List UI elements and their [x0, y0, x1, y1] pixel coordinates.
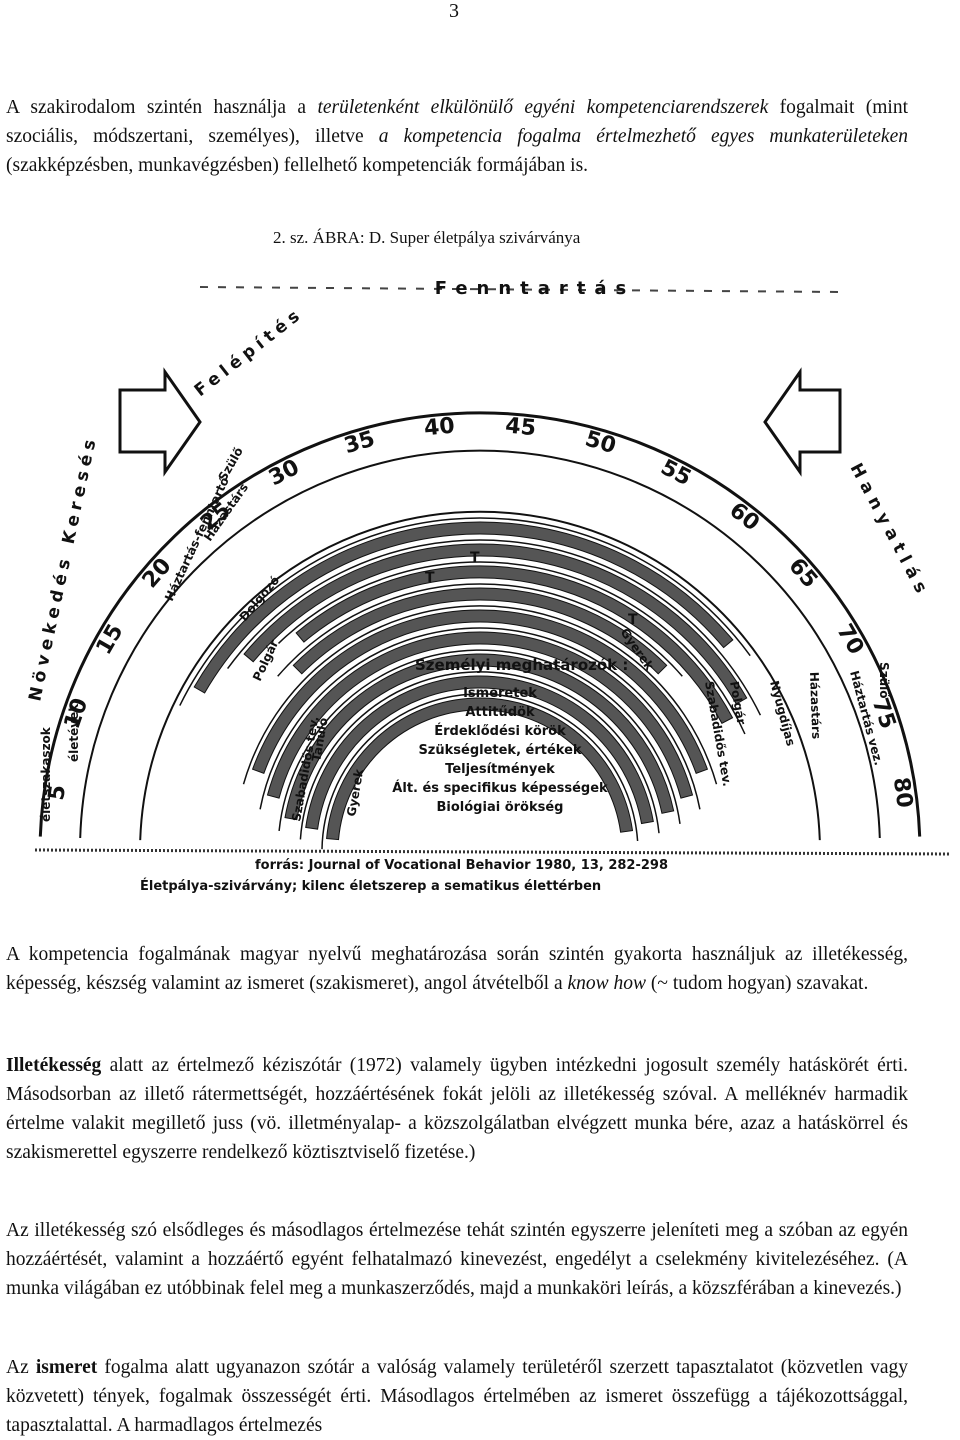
bold-term: Illetékesség [6, 1055, 102, 1076]
age-label: 55 [656, 455, 695, 491]
rainbow-diagram: Fenntartás Felépítés Növekedés Keresés H… [25, 278, 951, 894]
age-label: 80 [888, 776, 917, 810]
role-band-outline [242, 605, 718, 785]
left-label: Felépítés [191, 304, 308, 401]
t-mark: T [425, 570, 435, 586]
italic-span: a kompetencia fogalma értelmezhető egyes… [378, 126, 908, 147]
role-label: Házastárs [807, 672, 823, 740]
top-label: Fenntartás [435, 278, 636, 299]
figure-source: forrás: Journal of Vocational Behavior 1… [255, 858, 668, 873]
paragraph-ismeret: Az ismeret fogalma alatt ugyanazon szótá… [6, 1353, 908, 1440]
determinant-item: Ált. és specifikus képességek [392, 780, 608, 796]
age-label: 30 [265, 455, 304, 491]
age-label: 65 [783, 554, 822, 594]
role-label: Nyugdíjas [767, 679, 798, 747]
role-band [326, 697, 634, 841]
age-label: 60 [724, 498, 764, 537]
rainbow-ring [139, 510, 821, 841]
role-label: életszakaszok [39, 726, 53, 822]
determinant-item: Szükségletek, értékek [418, 743, 581, 758]
role-band-outline [179, 517, 751, 706]
text-span: Az [6, 1357, 36, 1378]
determinant-item: Érdeklődési körök [434, 723, 566, 739]
role-band-outline [277, 583, 683, 677]
role-band-outline [321, 693, 639, 850]
rainbow-ring [79, 449, 881, 839]
age-label: 45 [504, 414, 537, 442]
role-band-outline [299, 671, 660, 840]
left-arrow-icon [118, 367, 202, 477]
t-mark: T [470, 550, 480, 566]
determinant-item: Attitűdök [465, 705, 535, 720]
right-arrow-icon [763, 367, 842, 477]
role-band [266, 631, 694, 799]
text-span: (szakképzésben, munkavégzésben) fellelhe… [6, 155, 589, 176]
determinant-item: Teljesítmények [445, 762, 555, 777]
role-band-outline [259, 627, 701, 810]
text-span: A kompetencia fogalmának magyar nyelvű m… [6, 944, 908, 994]
age-label: 70 [831, 620, 868, 659]
role-band [193, 521, 734, 694]
paragraph-competence: A kompetencia fogalmának magyar nyelvű m… [6, 940, 908, 998]
age-label: 5 [44, 783, 71, 802]
text-span: alatt az értelmező kéziszótár (1972) val… [6, 1055, 908, 1163]
paragraph-interpretation: Az illetékesség szó elsődleges és másodl… [6, 1220, 908, 1299]
role-label: életévek [67, 703, 81, 762]
determinants-title: Személyi meghatározók : [415, 656, 628, 674]
age-label: 15 [92, 620, 129, 659]
italic-span: know how [567, 973, 647, 994]
t-mark: T [628, 612, 638, 628]
age-label: 35 [341, 427, 377, 460]
left-lower-label: Növekedés Keresés [25, 433, 101, 703]
role-band [243, 543, 748, 705]
age-label: 40 [423, 414, 456, 442]
role-band-outline [226, 539, 762, 716]
determinant-item: Biológiai örökség [437, 800, 564, 815]
determinant-item: Ismeretek [463, 686, 537, 701]
role-band [292, 587, 668, 675]
right-label: Hanyatlás [846, 460, 934, 602]
role-band [295, 565, 734, 725]
role-band [284, 653, 675, 821]
figure-subtitle: Életpálya-szivárvány; kilenc életszerep … [140, 878, 601, 894]
figure-caption: 2. sz. ÁBRA: D. Super életpálya szivárvá… [273, 228, 581, 247]
page-number: 3 [449, 0, 459, 22]
role-band-outline [278, 649, 681, 831]
life-career-rainbow-figure: Fenntartás Felépítés Növekedés Keresés H… [0, 262, 960, 902]
role-band-outline [277, 561, 746, 735]
text-span: fogalmait (mint szociális, módszertani, … [6, 97, 908, 147]
role-band [305, 675, 654, 830]
role-band [251, 609, 709, 774]
age-label: 50 [582, 427, 618, 460]
text-span: (~ tudom hogyan) szavakat. [646, 973, 869, 994]
text-span: A szakirodalom szintén használja a [6, 97, 318, 118]
italic-span: területenként elkülönülő egyéni kompeten… [317, 97, 769, 118]
paragraph-illetekesseg: Illetékesség alatt az értelmező kéziszót… [6, 1051, 908, 1167]
rainbow-ring [38, 411, 922, 837]
text-span: fogalma alatt ugyanazon szótár a valóság… [6, 1357, 908, 1436]
role-label: Szülő [877, 662, 891, 699]
paragraph-intro: A szakirodalom szintén használja a terül… [6, 93, 908, 180]
bold-term: ismeret [35, 1357, 98, 1378]
